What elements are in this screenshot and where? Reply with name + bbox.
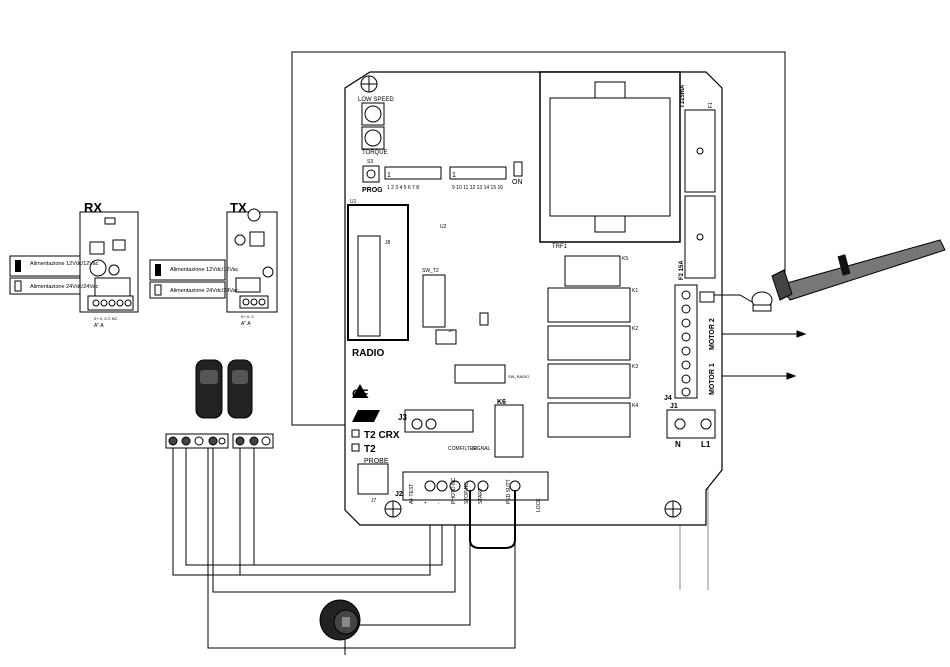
low-speed-label: LOW SPEED bbox=[358, 97, 394, 103]
radio-label: RADIO bbox=[352, 348, 384, 359]
svg-text:T2 CRX: T2 CRX bbox=[364, 430, 400, 441]
svg-text:T2: T2 bbox=[364, 444, 376, 455]
relay-k1 bbox=[547, 287, 631, 323]
svg-text:MOTOR 2: MOTOR 2 bbox=[709, 318, 716, 350]
key-switch-icon bbox=[319, 599, 361, 641]
mount-hole bbox=[360, 75, 682, 518]
svg-text:A+ TEST: A+ TEST bbox=[409, 484, 415, 504]
gate-actuator-icon bbox=[771, 239, 946, 301]
jumper-wire bbox=[469, 490, 516, 549]
svg-text:SW_RADIO: SW_RADIO bbox=[508, 374, 529, 379]
svg-text:START: START bbox=[478, 488, 484, 504]
esd-warning-icon bbox=[352, 384, 368, 398]
svg-text:TRF1: TRF1 bbox=[552, 244, 568, 250]
relay-k2 bbox=[547, 325, 631, 361]
s3-label: S3 bbox=[367, 159, 373, 165]
svg-text:STOP NC: STOP NC bbox=[464, 482, 470, 504]
relay-k6 bbox=[494, 404, 524, 458]
svg-text:U1: U1 bbox=[350, 199, 357, 205]
svg-text:K3: K3 bbox=[632, 364, 638, 370]
svg-text:N: N bbox=[675, 440, 681, 449]
dip-switch-1[interactable] bbox=[384, 166, 442, 180]
svg-text:ON: ON bbox=[512, 179, 523, 186]
svg-text:SW_T2: SW_T2 bbox=[422, 268, 439, 274]
svg-text:K2: K2 bbox=[632, 326, 638, 332]
svg-text:COM: COM bbox=[448, 446, 460, 452]
torque-label: TORQUE bbox=[362, 150, 388, 156]
svg-text:J7: J7 bbox=[371, 498, 377, 504]
fuse-f2 bbox=[684, 195, 716, 279]
svg-text:-: - bbox=[436, 502, 442, 504]
svg-text:9 10 11 12 13 14 15 16: 9 10 11 12 13 14 15 16 bbox=[452, 185, 503, 191]
rx-module: RX 0+ 0- 0 C NC A" A Alimentazione 12Vdc… bbox=[9, 200, 139, 329]
svg-text:MOTOR 1: MOTOR 1 bbox=[709, 363, 716, 395]
svg-text:F1: F1 bbox=[708, 102, 714, 108]
svg-text:FILTER: FILTER bbox=[460, 446, 477, 452]
logo-icon bbox=[352, 410, 380, 422]
svg-text:J3: J3 bbox=[398, 413, 407, 422]
svg-text:PHOTO NC: PHOTO NC bbox=[451, 477, 457, 504]
probe-socket bbox=[357, 463, 389, 495]
photocell-tx-terminal bbox=[232, 433, 274, 449]
svg-text:F2 15A: F2 15A bbox=[679, 260, 685, 280]
svg-text:LOCK: LOCK bbox=[536, 498, 542, 512]
dip-switch-2[interactable] bbox=[449, 166, 507, 180]
svg-text:T315mA: T315mA bbox=[680, 84, 686, 108]
svg-text:1 2 3 4 5 6 7 8: 1 2 3 4 5 6 7 8 bbox=[387, 185, 419, 191]
svg-text:+: + bbox=[423, 501, 429, 504]
jumper-on[interactable] bbox=[513, 161, 523, 177]
svg-text:SIGNAL: SIGNAL bbox=[472, 446, 491, 452]
svg-text:JP: JP bbox=[448, 328, 453, 333]
svg-text:J2: J2 bbox=[395, 491, 403, 498]
svg-text:PED SUTT: PED SUTT bbox=[506, 479, 512, 504]
t2crx-checkbox[interactable] bbox=[351, 429, 360, 438]
radio-socket bbox=[347, 204, 409, 341]
svg-text:A" A: A" A bbox=[94, 323, 104, 329]
t2-checkbox[interactable] bbox=[351, 443, 360, 452]
svg-text:TX: TX bbox=[230, 200, 247, 215]
photocell-rx-terminal bbox=[165, 433, 229, 449]
control-board: LOW SPEED TORQUE S3 PROG 1 1 2 3 4 5 6 7… bbox=[344, 71, 723, 549]
svg-text:K5: K5 bbox=[622, 256, 628, 262]
svg-text:L1: L1 bbox=[701, 440, 711, 449]
svg-text:K4: K4 bbox=[632, 403, 638, 409]
relay-k5 bbox=[564, 255, 621, 287]
svg-text:0+ 0- 0: 0+ 0- 0 bbox=[241, 314, 254, 319]
ce-mark: CE bbox=[352, 387, 369, 401]
svg-text:U2: U2 bbox=[440, 224, 447, 230]
svg-text:K1: K1 bbox=[632, 288, 638, 294]
svg-text:J4: J4 bbox=[664, 395, 672, 402]
svg-text:RX: RX bbox=[84, 200, 102, 215]
svg-text:J1: J1 bbox=[670, 403, 678, 410]
j3-connector[interactable] bbox=[404, 409, 474, 433]
svg-text:Alimentazione 12Vdc/12Vac: Alimentazione 12Vdc/12Vac bbox=[30, 261, 99, 267]
sw-t2 bbox=[422, 274, 446, 328]
sw-radio bbox=[454, 364, 506, 384]
svg-text:A" A: A" A bbox=[241, 321, 251, 327]
tx-module: TX 0+ 0- 0 A" A Alimentazione 12Vdc/12Va… bbox=[149, 200, 278, 327]
prog-label: PROG bbox=[362, 187, 383, 194]
photocell-icon bbox=[195, 359, 253, 419]
flashing-lamp-icon bbox=[699, 291, 773, 312]
svg-text:1: 1 bbox=[452, 172, 456, 179]
svg-text:0+ 0- 0 C NC: 0+ 0- 0 C NC bbox=[94, 316, 118, 321]
relay-k3 bbox=[547, 363, 631, 399]
svg-text:K6: K6 bbox=[497, 399, 506, 406]
relay-k4 bbox=[547, 402, 631, 438]
svg-text:PROBE: PROBE bbox=[364, 458, 389, 465]
svg-text:1: 1 bbox=[387, 172, 391, 179]
svg-text:Alimentazione 24Vdc/24Vac: Alimentazione 24Vdc/24Vac bbox=[30, 284, 99, 290]
svg-text:Alimentazione 24Vdc/24Vac: Alimentazione 24Vdc/24Vac bbox=[170, 288, 239, 294]
svg-text:Alimentazione 12Vdc/12Vac: Alimentazione 12Vdc/12Vac bbox=[170, 267, 239, 273]
svg-text:J8: J8 bbox=[385, 240, 391, 246]
